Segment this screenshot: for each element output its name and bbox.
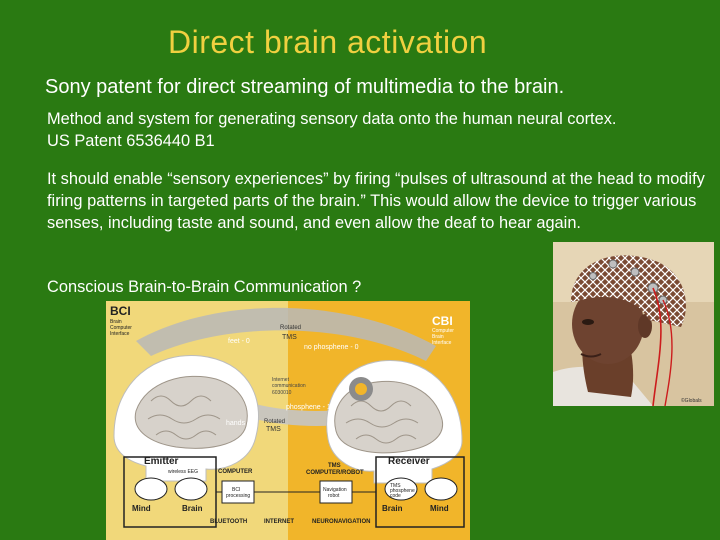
cbi-sub-interface: Interface <box>432 340 452 346</box>
neuronavigation-label: NEURONAVIGATION <box>312 519 370 525</box>
feet-label: feet - 0 <box>228 338 250 345</box>
wireless-eeg-label: wireless EEG <box>168 469 198 475</box>
bci-label: BCI <box>110 304 131 318</box>
electrode-cap-photo: ©Globals <box>553 242 714 406</box>
slide-lead: Sony patent for direct streaming of mult… <box>45 76 565 98</box>
tms-phosphene-line2: phosphene <box>390 488 415 494</box>
internet-comm-line1: Internet <box>272 377 290 383</box>
cbi-sub-computer: Computer <box>432 328 454 334</box>
internet-comm-line2: communication <box>272 383 306 389</box>
tms-bottom-label: TMS <box>266 426 281 433</box>
rotated-top-label: Rotated <box>280 325 301 331</box>
no-phosphene-label: no phosphene - 0 <box>304 344 359 351</box>
navigation-line1: Navigation <box>323 487 347 493</box>
cbi-label: CBI <box>432 314 453 328</box>
tms-top-label: TMS <box>282 334 297 341</box>
patent-paragraph: Method and system for generating sensory… <box>47 108 707 152</box>
slide-title: Direct brain activation <box>168 24 488 60</box>
mind-right-label: Mind <box>430 504 449 513</box>
emitter-label: Emitter <box>144 456 179 467</box>
tms-phosphene-line3: code <box>390 493 401 499</box>
mind-left-label: Mind <box>132 504 151 513</box>
question-paragraph: Conscious Brain-to-Brain Communication ? <box>47 278 362 296</box>
internet-label: INTERNET <box>264 519 294 525</box>
internet-comm-line3: 6030010 <box>272 390 292 396</box>
bluetooth-label: BLUETOOTH <box>210 519 247 525</box>
bci-processing-line1: BCI <box>232 487 240 493</box>
patent-number: US Patent 6536440 B1 <box>47 132 215 150</box>
brain-right-label: Brain <box>382 504 403 513</box>
experience-paragraph: It should enable “sensory experiences” b… <box>47 170 705 232</box>
receiver-label: Receiver <box>388 456 430 467</box>
bci-sub-computer: Computer <box>110 325 132 331</box>
rotated-bottom-label: Rotated <box>264 419 285 425</box>
brain-left-label: Brain <box>182 504 203 513</box>
tms-robot-line1: TMS <box>328 463 341 469</box>
brain-to-brain-diagram: BCI Brain Computer Interface CBI Compute… <box>106 301 470 540</box>
bci-sub-brain: Brain <box>110 319 122 325</box>
bci-sub-interface: Interface <box>110 331 130 337</box>
bci-processing-line2: processing <box>226 493 250 499</box>
cbi-sub-brain: Brain <box>432 334 444 340</box>
tms-robot-line2: COMPUTER/ROBOT <box>306 470 364 476</box>
photo-credit: ©Globals <box>681 397 702 404</box>
computer-label: COMPUTER <box>218 469 253 475</box>
phosphene-label: phosphene - 1 <box>286 404 331 411</box>
hands-label: hands - 1 <box>226 420 255 427</box>
patent-description: Method and system for generating sensory… <box>47 110 617 128</box>
tms-phosphene-line1: TMS <box>390 483 401 489</box>
navigation-line2: robot <box>328 493 340 499</box>
